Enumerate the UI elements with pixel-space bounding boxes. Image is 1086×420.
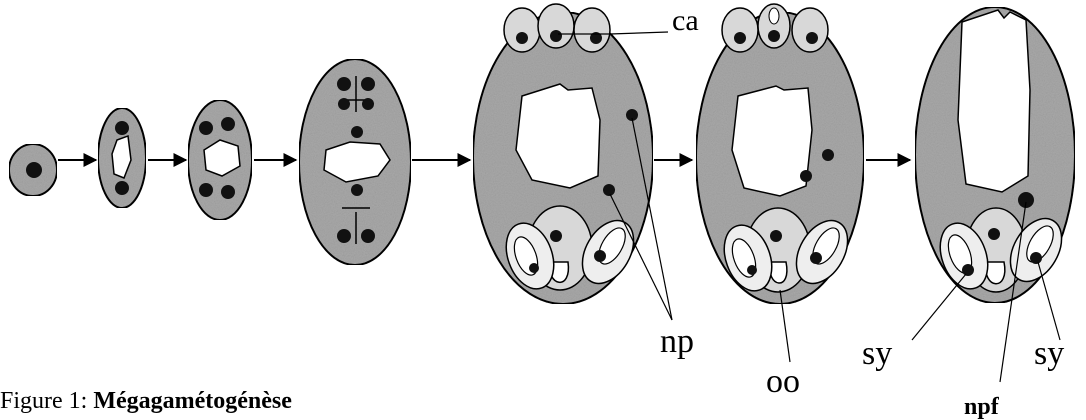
leader-sy-right xyxy=(1038,262,1060,340)
stage-3-four-nucleate xyxy=(188,100,252,220)
antipodal-nucleus xyxy=(550,30,562,42)
figure-caption: Figure 1: Mégagamétogénèse xyxy=(0,388,292,415)
stage-5-embryo-sac xyxy=(473,4,653,304)
stage-7-embryo-sac xyxy=(915,7,1075,303)
label-sy-right: sy xyxy=(1034,335,1064,372)
caption-prefix: Figure 1: xyxy=(0,388,87,414)
stage-4-eight-nucleate xyxy=(299,59,411,265)
polar-nucleus xyxy=(800,170,812,182)
polar-nucleus xyxy=(603,184,615,196)
stage-1-megaspore xyxy=(9,144,57,196)
label-oo: oo xyxy=(766,363,800,400)
nucleus xyxy=(115,121,129,135)
central-vacuole xyxy=(732,86,812,196)
antipodal-nucleus xyxy=(516,32,528,44)
leader-sy-left xyxy=(912,274,966,340)
label-ca: ca xyxy=(672,4,699,37)
stage-2-two-nucleate xyxy=(98,108,146,208)
label-npf: npf xyxy=(964,394,1000,420)
label-sy-left: sy xyxy=(862,335,892,372)
nucleus xyxy=(115,181,129,195)
caption-title: Mégagamétogénèse xyxy=(93,388,292,414)
central-vacuole xyxy=(516,84,600,188)
polar-nucleus xyxy=(822,149,834,161)
label-np: np xyxy=(660,323,694,360)
stage-6-embryo-sac xyxy=(696,4,864,304)
central-vacuole xyxy=(958,10,1030,192)
nucleus xyxy=(26,162,42,178)
